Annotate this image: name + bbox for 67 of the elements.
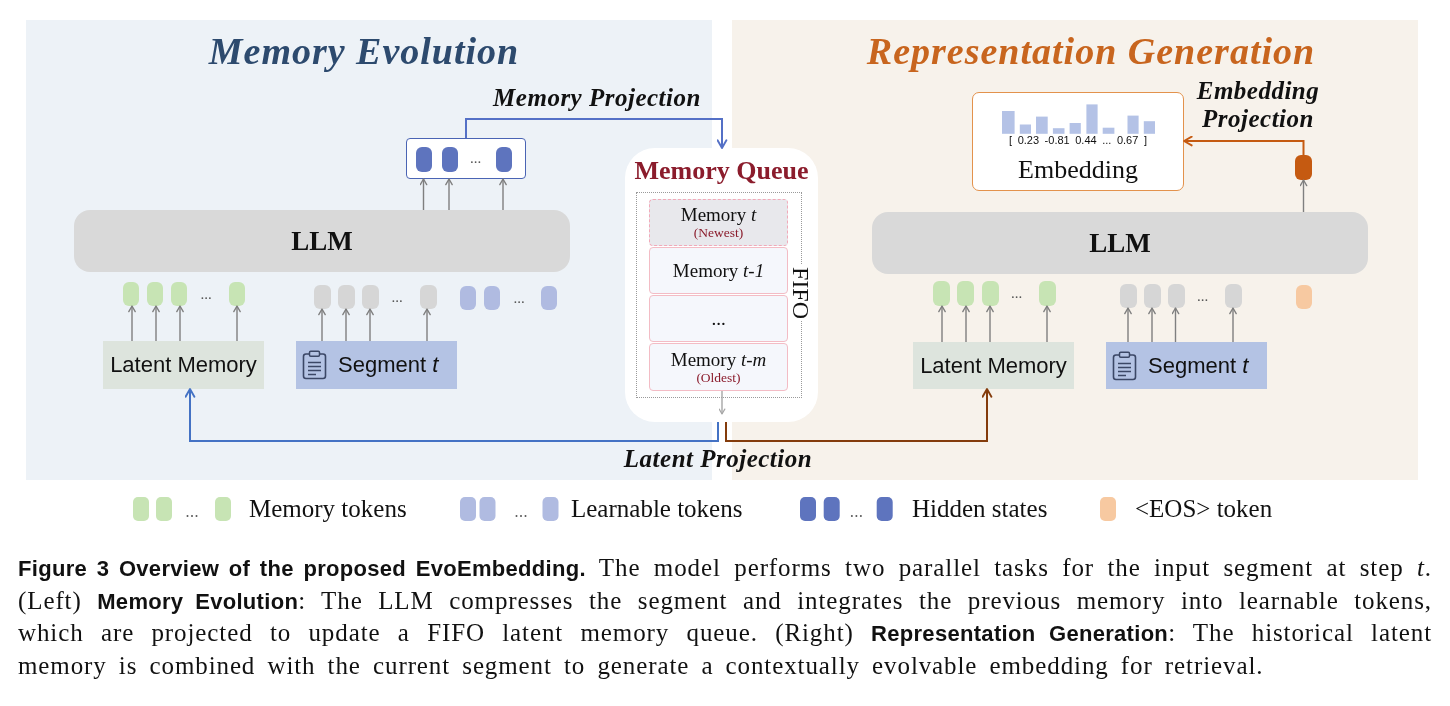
queue-title: Memory Queue <box>634 156 809 186</box>
arrow <box>1171 307 1180 343</box>
memory-cell <box>649 343 788 391</box>
edge-label: Embedding Projection <box>1195 77 1321 133</box>
ellipsis-text: ... <box>200 287 212 302</box>
panel-title: Representation Generation <box>866 29 1316 73</box>
cell-note: (Newest) <box>693 225 744 241</box>
arrow <box>1183 135 1305 156</box>
embedding-label: Embedding <box>1018 155 1138 185</box>
vector-values: [ 0.23 -0.81 0.44 ... 0.67 ] <box>1009 134 1147 147</box>
input-box: Latent Memory <box>103 341 264 389</box>
arrow <box>233 305 241 342</box>
queue-panel <box>625 148 818 422</box>
memory-cell <box>649 247 788 294</box>
llm-block: LLM <box>74 210 570 272</box>
edge-label: Memory Projection <box>493 84 701 112</box>
box-label: Segment t <box>338 352 439 378</box>
ellipsis-text: ... <box>513 291 525 306</box>
arrow <box>1299 179 1308 213</box>
arrow <box>176 305 184 342</box>
arrow <box>725 388 993 442</box>
box-label: Segment t <box>1148 353 1249 379</box>
cell-note: (Oldest) <box>696 369 741 386</box>
arrow <box>938 305 946 343</box>
arrow <box>445 178 453 211</box>
arrow <box>1043 305 1051 343</box>
arrow <box>128 305 136 342</box>
arrow <box>1148 307 1156 343</box>
arrow <box>986 305 994 343</box>
llm-block: LLM <box>872 212 1368 274</box>
input-box <box>296 341 457 389</box>
token-icon <box>1296 285 1312 309</box>
legend-label: Learnable tokens <box>571 494 743 524</box>
legend-label: Memory tokens <box>249 494 407 524</box>
caption: Figure 3 Overview of the proposed EvoEmbedding. The model performs two parallel tasks for the input segment at step t. (Left) Memory Evolution: The LLM compresses the segment and integrates the previous memory into learnable tokens, which are projected to update a FIFO latent memory queue. (Right) Representation Generation: The historical latent memory is combined with the current segment to generate a contextually evolvable embedding for retrieval. <box>18 553 1432 681</box>
cell-label: ... <box>711 308 726 329</box>
memory-cell <box>649 295 788 342</box>
cell-label: Memory t-m <box>670 348 767 370</box>
arrow <box>1229 307 1237 343</box>
token-icon <box>1295 155 1312 180</box>
memory-cell <box>649 199 788 246</box>
ellipsis-text: ... <box>1196 289 1209 304</box>
arrow <box>318 308 326 342</box>
ellipsis-text: ... <box>1010 286 1023 301</box>
arrow <box>499 178 507 211</box>
cell-label: Memory t <box>680 204 757 225</box>
legend-label: <EOS> token <box>1135 494 1273 524</box>
arrow <box>152 305 160 342</box>
arrow <box>366 308 374 342</box>
arrow <box>718 390 726 415</box>
hidden-state-box <box>406 138 526 179</box>
input-box <box>1106 342 1267 389</box>
arrow <box>962 305 970 343</box>
embedding-box <box>972 92 1184 191</box>
arrow <box>342 308 350 342</box>
arrow <box>423 308 431 342</box>
input-box: Latent Memory <box>913 342 1074 389</box>
projection-label: Latent Projection <box>623 444 813 474</box>
arrow <box>1124 307 1132 343</box>
panel-title: Memory Evolution <box>208 29 520 73</box>
ellipsis-text: ... <box>391 290 403 305</box>
arrow <box>419 178 428 211</box>
arrow <box>184 388 719 442</box>
ellipsis-text: ... <box>469 151 482 166</box>
arrow <box>465 118 728 149</box>
cell-label: Memory t-1 <box>672 260 765 281</box>
legend-label: Hidden states <box>912 494 1048 524</box>
